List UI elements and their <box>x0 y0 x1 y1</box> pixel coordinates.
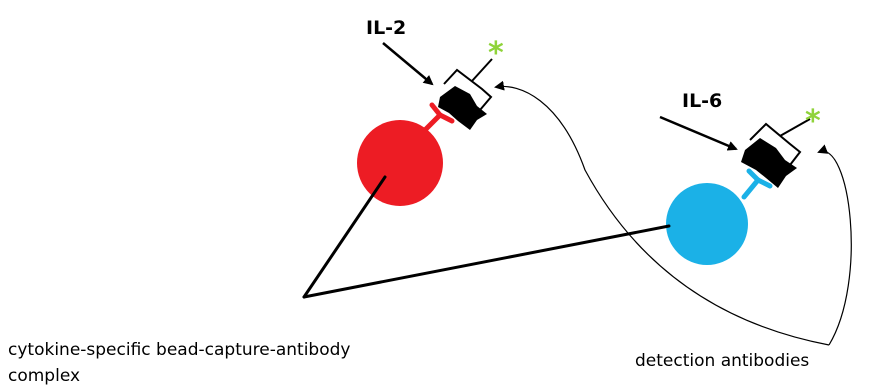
il6-label-arrow <box>659 115 738 151</box>
bead-complex-caption-line1: cytokine-specific bead-capture-antibody <box>8 340 350 360</box>
detection-antibody-pointers <box>494 80 852 346</box>
il2-label: IL-2 <box>366 17 406 39</box>
bead-complex-pointers <box>302 175 671 299</box>
il2-bead-assembly: * IL-2 <box>357 17 504 206</box>
bead-complex-caption-line2: complex <box>8 366 80 386</box>
red-capture-antibody <box>422 102 455 133</box>
il2-fluor-marker: * <box>488 36 504 71</box>
il2-label-arrow <box>382 42 434 86</box>
blue-bead <box>666 183 748 265</box>
il2-cytokine-molecule <box>438 86 487 130</box>
il2-detection-antibody <box>443 58 493 111</box>
detection-antibodies-caption: detection antibodies <box>635 351 809 371</box>
il6-label: IL-6 <box>682 90 722 112</box>
il6-detection-antibody <box>749 118 811 166</box>
bead-complex-caption: cytokine-specific bead-capture-antibody … <box>8 340 356 386</box>
il6-cytokine-molecule <box>741 138 797 188</box>
blue-capture-antibody <box>741 168 773 200</box>
il6-bead-assembly: * IL-6 <box>659 90 821 265</box>
red-bead <box>357 120 443 206</box>
il6-fluor-marker: * <box>805 104 821 139</box>
